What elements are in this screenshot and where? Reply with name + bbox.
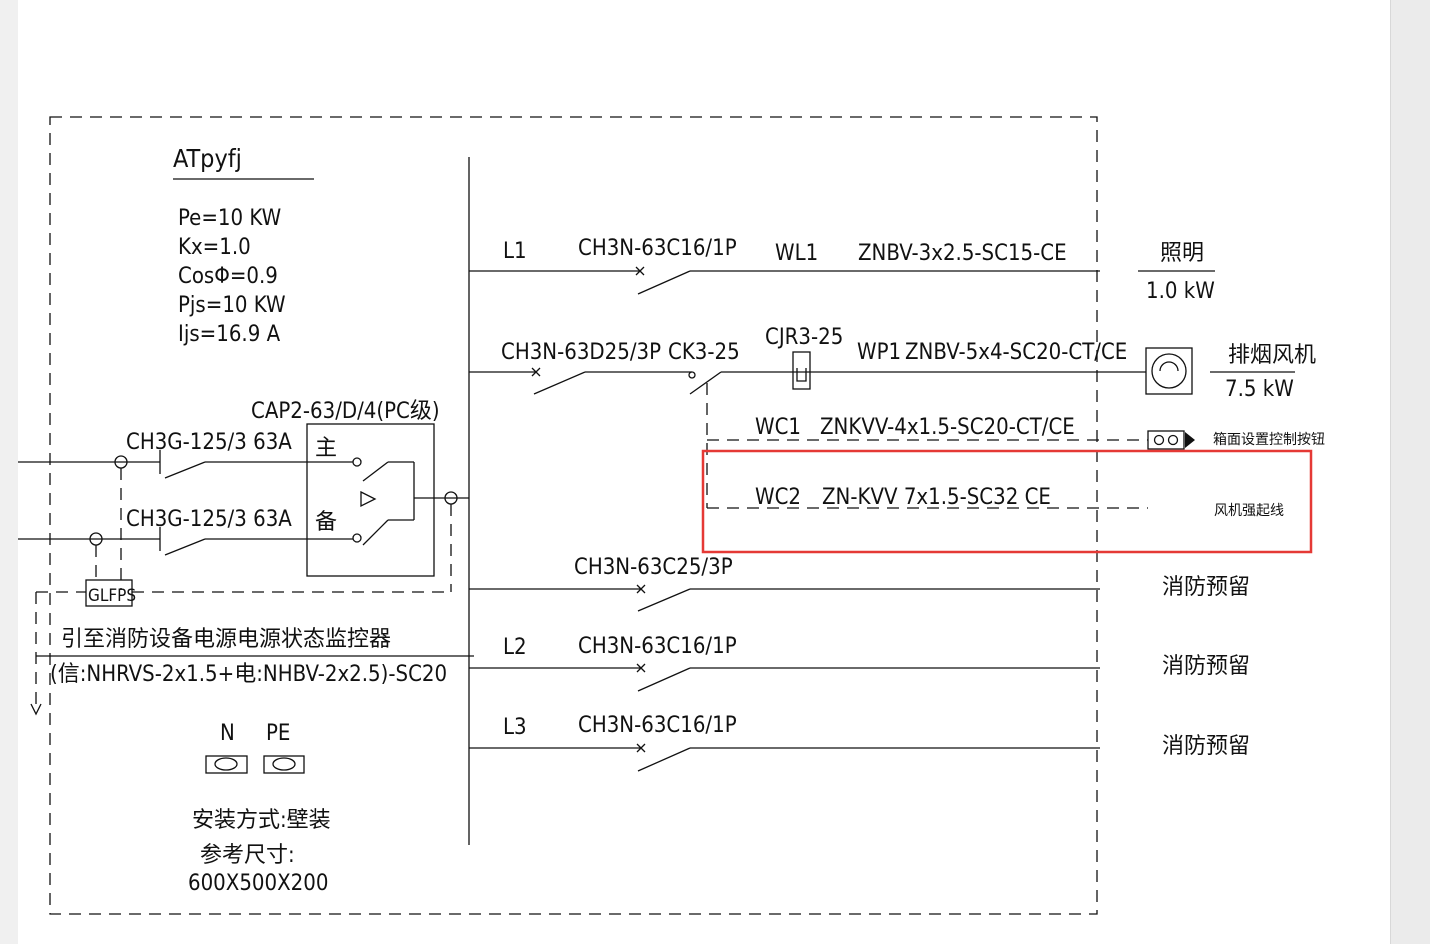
c1-load: 照明: [1160, 241, 1204, 266]
c1-breaker: CH3N-63C16/1P: [578, 236, 737, 261]
c7-breaker-contact: [637, 747, 691, 772]
c2-relay: CJR3-25: [765, 325, 843, 350]
c5-breaker: CH3N-63C25/3P: [574, 555, 733, 580]
main-supply-label: 主: [315, 436, 337, 461]
c2-power: 7.5 kW: [1225, 377, 1294, 402]
transfer-switch-box: [306, 423, 435, 577]
c1-phase: L1: [503, 239, 527, 264]
main-contact-node: [352, 457, 362, 467]
earth-terminal: [263, 755, 305, 774]
c2-load: 排烟风机: [1228, 343, 1316, 368]
size-label: 参考尺寸:: [200, 843, 295, 868]
panel-boundary: [49, 116, 1098, 915]
incoming-main-contact: [164, 461, 206, 479]
c6-breaker-contact: [637, 667, 691, 692]
c2-protector-node: [688, 371, 696, 379]
c1-breaker-contact: [637, 270, 691, 295]
backup-switch-blade: [362, 519, 389, 546]
c7-breaker-mark: [636, 743, 646, 753]
transfer-switch-label: CAP2-63/D/4(PC级): [251, 399, 440, 424]
c3-cable: ZNKVV-4x1.5-SC20-CT/CE: [820, 415, 1075, 440]
neutral-terminal: [205, 755, 248, 774]
highlight-box: [701, 449, 1313, 554]
fan-icon-arc: [1159, 361, 1179, 372]
arrow-right-icon: [1185, 432, 1195, 448]
backup-supply-label: 备: [315, 510, 337, 535]
c3-load: 箱面设置控制按钮: [1213, 432, 1325, 448]
control-button-box: [1147, 430, 1185, 450]
c4-load: 风机强起线: [1214, 503, 1284, 519]
monitor-module-label: GLFPS: [88, 586, 136, 606]
param-ijs: Ijs=16.9 A: [178, 322, 281, 347]
param-cos: CosΦ=0.9: [178, 264, 278, 289]
c5-load: 消防预留: [1162, 575, 1250, 600]
incoming-backup-breaker: CH3G-125/3 63A: [126, 507, 292, 532]
neutral-label: N: [220, 721, 235, 746]
c1-loop: WL1: [775, 241, 818, 266]
fan-icon: [1151, 353, 1187, 389]
backup-contact-node: [352, 533, 362, 543]
c1-breaker-mark: [635, 266, 645, 276]
c2-cable: ZNBV-5x4-SC20-CT/CE: [905, 340, 1127, 365]
c2-relay-coil: [796, 368, 807, 382]
incoming-backup-contact: [164, 538, 206, 556]
c6-load: 消防预留: [1162, 654, 1250, 679]
c4-loop: WC2: [755, 485, 801, 510]
transfer-arrow-icon: [360, 490, 377, 508]
c2-protector-contact: [689, 371, 722, 395]
earth-terminal-icon: [272, 757, 296, 771]
c2-breaker-contact: [533, 371, 586, 395]
main-switch-blade: [362, 461, 389, 482]
c7-load: 消防预留: [1162, 734, 1250, 759]
c5-breaker-contact: [637, 588, 691, 612]
c6-breaker: CH3N-63C16/1P: [578, 634, 737, 659]
c5-breaker-mark: [636, 584, 646, 594]
c2-breaker: CH3N-63D25/3P: [501, 340, 661, 365]
c4-cable: ZN-KVV 7x1.5-SC32 CE: [822, 485, 1051, 510]
vertical-scrollbar[interactable]: [1390, 0, 1430, 944]
c2-loop: WP1: [857, 340, 901, 365]
install-method: 安装方式:壁装: [192, 808, 331, 833]
param-kx: Kx=1.0: [178, 235, 251, 260]
monitor-arrow-icon: [30, 703, 42, 716]
param-pe: Pe=10 KW: [178, 206, 281, 231]
monitor-module-box: [85, 579, 133, 607]
control-button-icon-2: [1167, 434, 1179, 446]
c7-breaker: CH3N-63C16/1P: [578, 713, 737, 738]
monitor-note-2: (信:NHRVS-2x1.5+电:NHBV-2x2.5)-SC20: [50, 662, 447, 687]
c6-phase: L2: [503, 635, 527, 660]
incoming-main-breaker: CH3G-125/3 63A: [126, 430, 292, 455]
fan-symbol-box: [1145, 347, 1193, 395]
c1-cable: ZNBV-3x2.5-SC15-CE: [858, 241, 1067, 266]
neutral-terminal-icon: [214, 757, 238, 771]
c7-phase: L3: [503, 715, 527, 740]
control-button-icon-1: [1153, 434, 1165, 446]
c2-protector: CK3-25: [668, 340, 740, 365]
param-pjs: Pjs=10 KW: [178, 293, 286, 318]
c2-relay-element: [792, 351, 811, 390]
monitor-note-1: 引至消防设备电源电源状态监控器: [61, 627, 391, 652]
c2-breaker-mark: [531, 367, 541, 377]
panel-name: ATpyfj: [173, 144, 242, 173]
earth-label: PE: [266, 721, 290, 746]
c6-breaker-mark: [636, 663, 646, 673]
c1-power: 1.0 kW: [1146, 279, 1215, 304]
c3-loop: WC1: [755, 415, 801, 440]
panel-size: 600X500X200: [188, 871, 328, 896]
